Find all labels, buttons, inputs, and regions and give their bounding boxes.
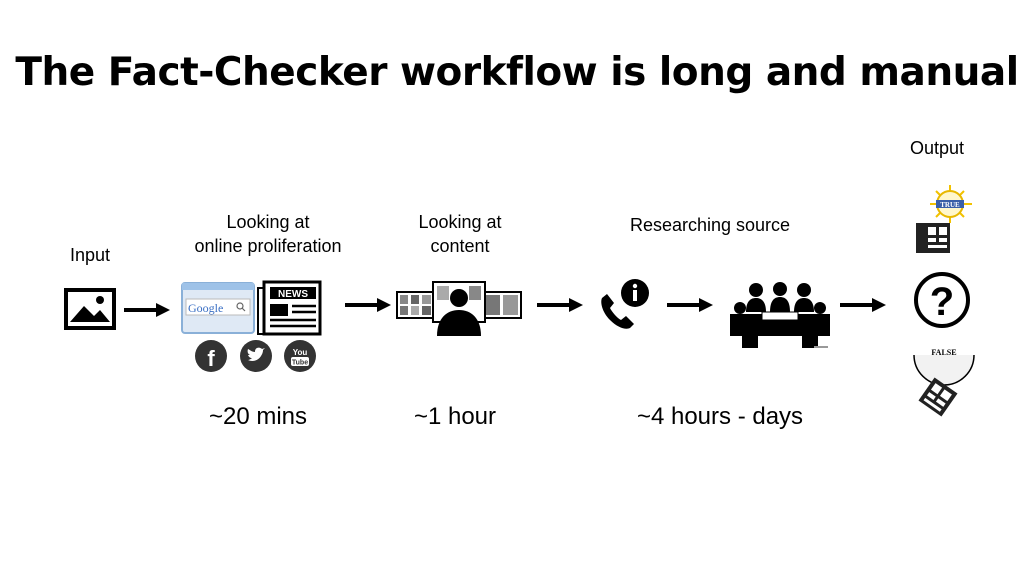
arrow-icon (345, 298, 391, 312)
svg-text:Google: Google (188, 301, 223, 315)
svg-text:Tube: Tube (292, 360, 308, 367)
svg-text:FALSE: FALSE (931, 348, 956, 357)
svg-text:TRUE: TRUE (940, 201, 960, 209)
newspaper-icon: NEWS (257, 280, 322, 336)
content-label: Looking at content (418, 212, 502, 256)
svg-text:You: You (293, 348, 308, 357)
youtube-icon: You Tube (284, 340, 316, 372)
input-label: Input (69, 245, 111, 265)
image-icon (64, 288, 116, 330)
output-label: Output (909, 138, 965, 158)
twitter-icon (240, 340, 272, 372)
arrow-icon (667, 298, 713, 312)
researching-source-label: Researching source (629, 215, 791, 235)
arrow-icon (840, 298, 886, 312)
facebook-icon: f (195, 340, 227, 372)
false-stamp-icon: FALSE (913, 348, 975, 417)
svg-text:NEWS: NEWS (278, 289, 308, 300)
online-time: ~20 mins (208, 403, 308, 430)
google-search-icon: Google (181, 282, 255, 334)
svg-text:?: ? (930, 280, 954, 324)
arrow-icon (124, 303, 170, 317)
slide-title: The Fact-Checker workflow is long and ma… (15, 50, 1019, 95)
true-stamp-icon: TRUE (916, 185, 972, 253)
online-proliferation-label: Looking at online proliferation (194, 212, 342, 256)
research-time: ~4 hours - days (636, 403, 804, 430)
content-time: ~1 hour (413, 403, 497, 430)
arrow-icon (537, 298, 583, 312)
phone-info-icon (601, 279, 649, 329)
content-review-icon (396, 281, 522, 336)
meeting-icon (730, 282, 830, 348)
question-icon: ? (914, 272, 970, 328)
svg-text:f: f (207, 346, 215, 371)
